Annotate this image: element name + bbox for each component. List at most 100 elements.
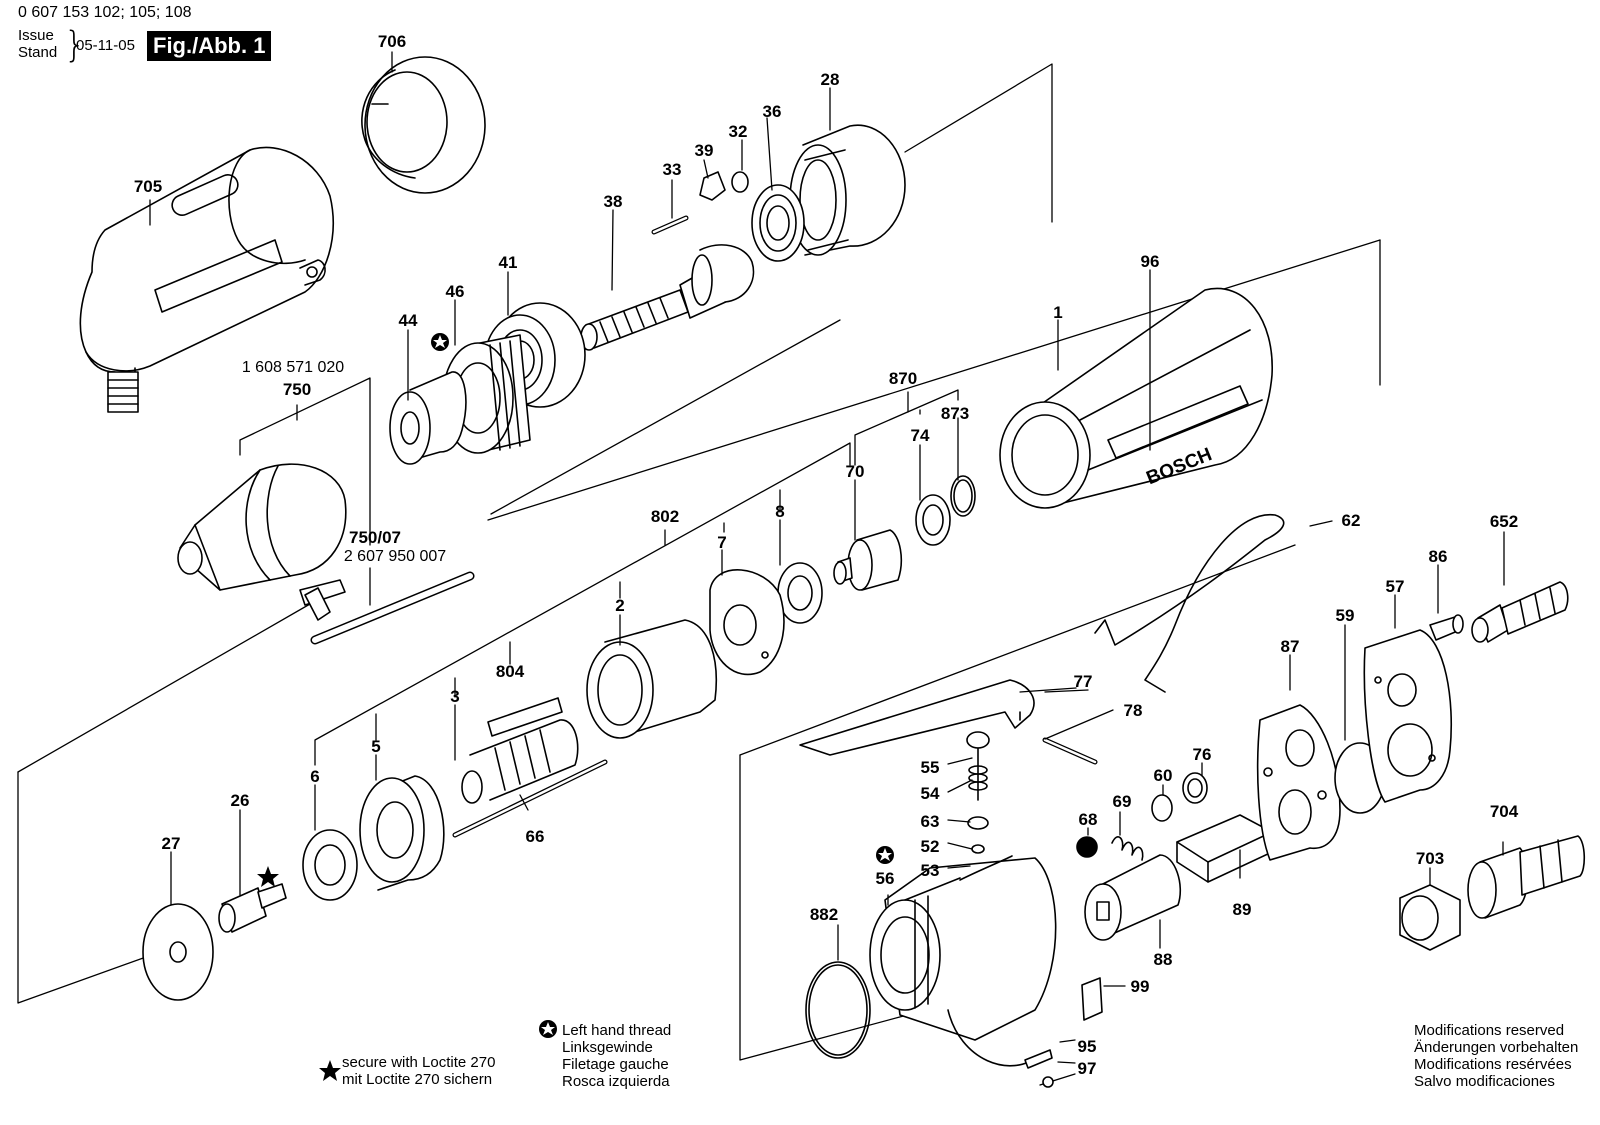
parts-95-97 xyxy=(1024,1049,1054,1088)
legend-line: Linksgewinde xyxy=(562,1039,653,1056)
pin-78 xyxy=(1042,737,1098,765)
spindle-38 xyxy=(580,244,755,351)
part-numbers: 1 608 571 020 2 607 950 007 xyxy=(242,359,446,565)
cylinder-70 xyxy=(833,529,902,591)
rotor-3 xyxy=(461,719,579,804)
sleeve-ring-706 xyxy=(361,56,486,194)
callout-70: 70 xyxy=(846,462,865,481)
part-number-750: 1 608 571 020 xyxy=(242,359,344,376)
issue-date: 05-11-05 xyxy=(76,37,135,54)
callout-3: 3 xyxy=(450,687,459,706)
callout-53: 53 xyxy=(921,861,940,880)
bearing-6 xyxy=(302,829,358,901)
callout-2: 2 xyxy=(615,596,624,615)
valve-housing-56 xyxy=(869,855,1057,1067)
vane-804 xyxy=(487,697,563,737)
callout-63: 63 xyxy=(921,812,940,831)
callout-57: 57 xyxy=(1386,577,1405,596)
motor-housing-1 xyxy=(999,287,1273,509)
left-hand-thread-legend: Left hand thread Linksgewinde Filetage g… xyxy=(562,1022,671,1090)
callout-706: 706 xyxy=(378,32,406,51)
legend-line: secure with Loctite 270 xyxy=(342,1054,496,1071)
callout-44: 44 xyxy=(399,311,418,330)
legend-line: Filetage gauche xyxy=(562,1056,669,1073)
callout-66: 66 xyxy=(526,827,545,846)
end-plate-5 xyxy=(359,775,445,891)
callout-89: 89 xyxy=(1233,900,1252,919)
callout-59: 59 xyxy=(1336,606,1355,625)
nut-44 xyxy=(389,371,467,465)
issue-label: Issue xyxy=(18,27,54,44)
callout-69: 69 xyxy=(1113,792,1132,811)
bearing-8 xyxy=(777,562,823,624)
callout-873: 873 xyxy=(941,404,969,423)
callout-7: 7 xyxy=(717,533,726,552)
modifications-legend: Modifications reserved Änderungen vorbeh… xyxy=(1414,1022,1578,1090)
spring-wire-62 xyxy=(1094,513,1285,693)
sleeve-88 xyxy=(1084,854,1182,941)
ball-bearing-36 xyxy=(751,184,805,262)
callout-804: 804 xyxy=(496,662,525,681)
callout-numbers: 1 2 3 5 6 7 8 26 27 28 32 33 36 38 39 41… xyxy=(134,32,1519,1078)
callout-652: 652 xyxy=(1490,512,1518,531)
legend-line: Rosca izquierda xyxy=(562,1073,670,1090)
brace-icon: } xyxy=(64,24,86,67)
nut-703 xyxy=(1399,884,1461,951)
callout-5: 5 xyxy=(371,737,380,756)
callout-77: 77 xyxy=(1074,672,1093,691)
callout-87: 87 xyxy=(1281,637,1300,656)
callout-802: 802 xyxy=(651,507,679,526)
callout-55: 55 xyxy=(921,758,940,777)
o-ring-882 xyxy=(805,961,871,1059)
callout-41: 41 xyxy=(499,253,518,272)
callout-870: 870 xyxy=(889,369,917,388)
pin-66 xyxy=(452,759,608,838)
screw-86 xyxy=(1429,614,1464,641)
loctite-markers xyxy=(257,866,341,1081)
callout-76: 76 xyxy=(1193,745,1212,764)
callout-705: 705 xyxy=(134,177,162,196)
screen-76 xyxy=(1182,772,1208,804)
legend-line: Modifications resérvées xyxy=(1414,1056,1572,1073)
callout-74: 74 xyxy=(911,426,930,445)
ball-68 xyxy=(1076,836,1098,858)
legend-line: mit Loctite 270 sichern xyxy=(342,1071,493,1088)
callout-8: 8 xyxy=(775,502,784,521)
block-89 xyxy=(1176,814,1273,883)
fitting-704 xyxy=(1467,835,1586,919)
callout-leader-lines xyxy=(149,51,1505,1064)
callout-38: 38 xyxy=(604,192,623,211)
angle-head-705 xyxy=(79,146,334,413)
end-plate-7 xyxy=(709,569,785,676)
callout-62: 62 xyxy=(1342,511,1361,530)
legend-line: Modifications reserved xyxy=(1414,1022,1565,1039)
bearing-74 xyxy=(915,494,951,546)
callout-36: 36 xyxy=(763,102,782,121)
issue-stand-labels: Issue Stand xyxy=(18,27,57,61)
callout-28: 28 xyxy=(821,70,840,89)
legend-line: Salvo modificaciones xyxy=(1414,1073,1555,1090)
part-number-750-07: 2 607 950 007 xyxy=(344,548,446,565)
loctite-legend: secure with Loctite 270 mit Loctite 270 … xyxy=(342,1054,495,1088)
callout-39: 39 xyxy=(695,141,714,160)
gasket-87 xyxy=(1256,704,1341,861)
stand-label: Stand xyxy=(18,44,58,61)
callout-56: 56 xyxy=(876,869,895,888)
callout-46: 46 xyxy=(446,282,465,301)
callout-6: 6 xyxy=(310,767,319,786)
cylinder-2 xyxy=(586,619,718,739)
document-number: 0 607 153 102; 105; 108 xyxy=(18,4,192,21)
drill-chuck-750 xyxy=(177,463,475,645)
o-ring-873 xyxy=(950,475,976,517)
valve-stack-55-53 xyxy=(966,731,990,854)
legend-line: Left hand thread xyxy=(562,1022,672,1039)
callout-704: 704 xyxy=(1490,802,1519,821)
callout-60: 60 xyxy=(1154,766,1173,785)
callout-882: 882 xyxy=(810,905,838,924)
filter-60 xyxy=(1151,794,1173,822)
callout-78: 78 xyxy=(1124,701,1143,720)
callout-52: 52 xyxy=(921,837,940,856)
small-parts-32-39-33 xyxy=(651,171,749,235)
plate-99 xyxy=(1081,977,1103,1021)
